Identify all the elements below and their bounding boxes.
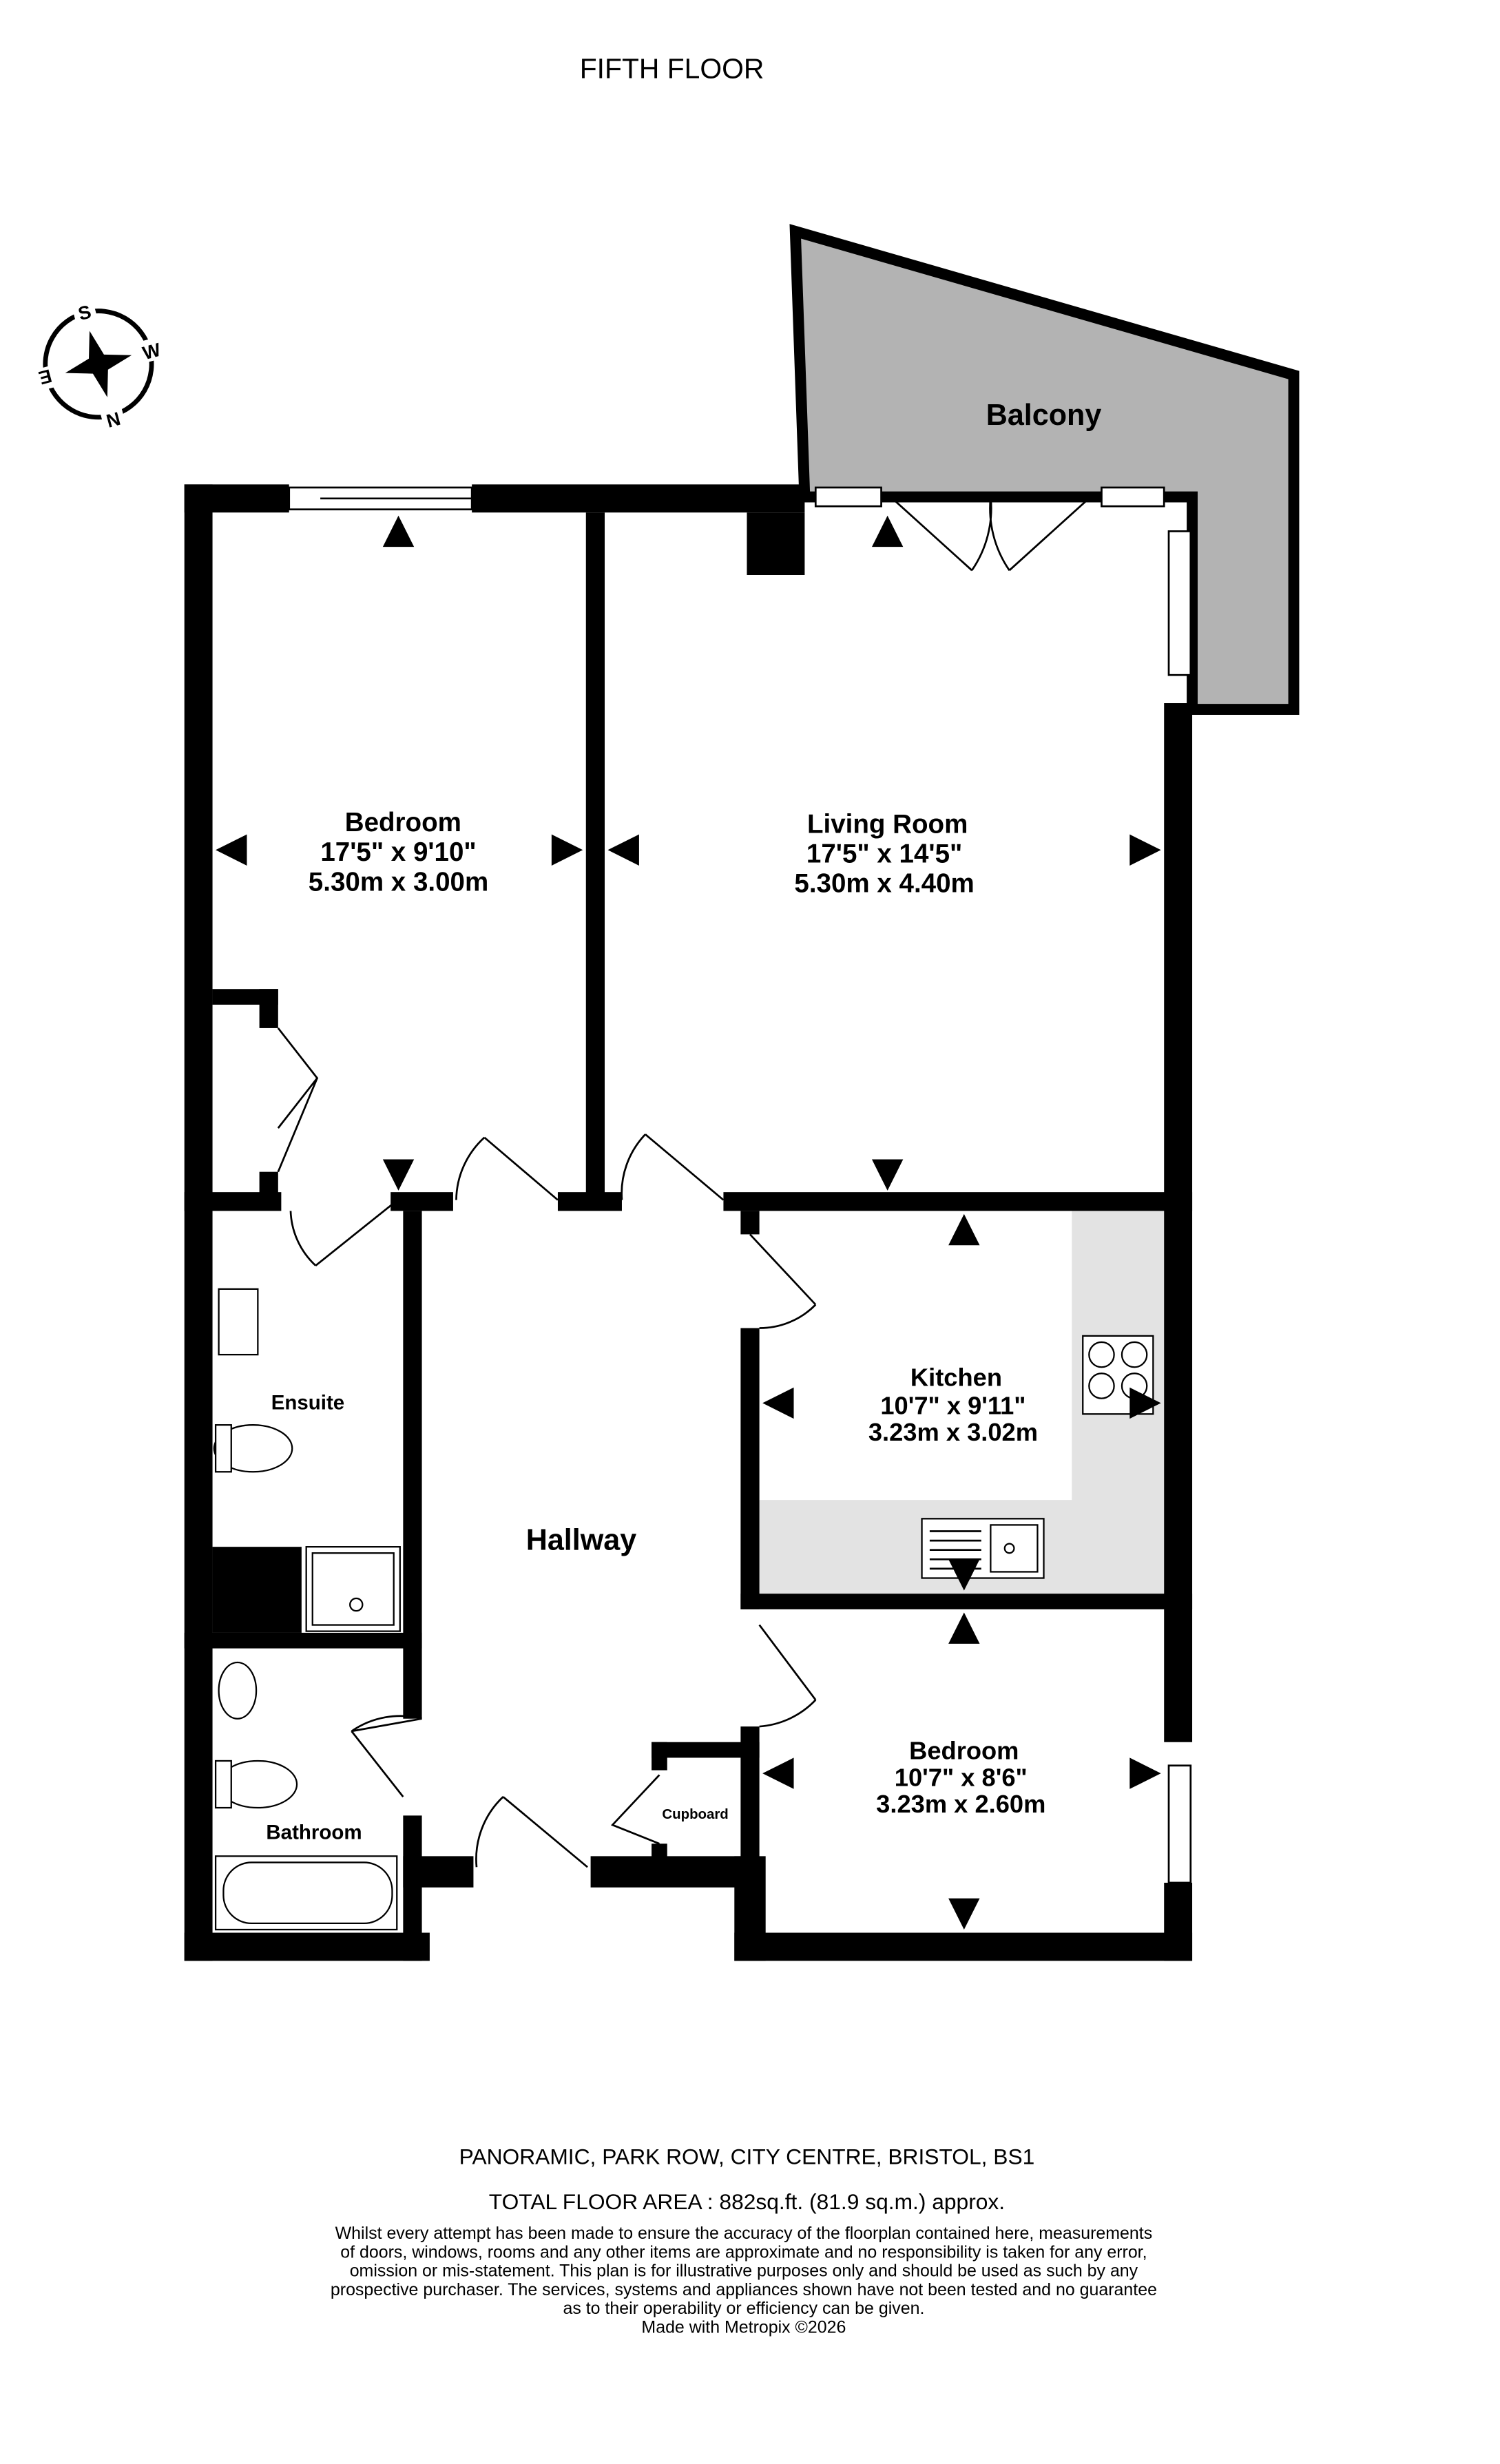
svg-text:5.30m x 4.40m: 5.30m x 4.40m — [794, 869, 974, 899]
ensuite-label: Ensuite — [271, 1392, 345, 1414]
disclaimer-line: prospective purchaser. The services, sys… — [331, 2280, 1157, 2299]
walls — [184, 484, 1193, 1961]
ensuite-sink — [218, 1288, 259, 1356]
hallway-label: Hallway — [526, 1524, 637, 1557]
ensuite-toilet — [213, 1424, 293, 1473]
footer: PANORAMIC, PARK ROW, CITY CENTRE, BRISTO… — [331, 2144, 1157, 2337]
svg-text:3.23m x 3.02m: 3.23m x 3.02m — [868, 1418, 1038, 1446]
bath — [214, 1855, 398, 1931]
bedroom1-label: Bedroom — [345, 808, 461, 837]
room-labels: Balcony Bedroom 17'5" x 9'10" 5.30m x 3.… — [266, 399, 1101, 1844]
svg-text:5.30m x 3.00m: 5.30m x 3.00m — [309, 867, 488, 897]
total-floor-area: TOTAL FLOOR AREA : 882sq.ft. (81.9 sq.m.… — [489, 2189, 1005, 2214]
doors — [277, 496, 1092, 1868]
disclaimer-line: of doors, windows, rooms and any other i… — [340, 2242, 1147, 2262]
svg-text:10'7" x 8'6": 10'7" x 8'6" — [895, 1763, 1028, 1791]
bathroom-label: Bathroom — [266, 1821, 362, 1844]
kitchen-label: Kitchen — [910, 1363, 1002, 1391]
compass-icon: S N E W — [30, 296, 167, 432]
svg-text:17'5" x 9'10": 17'5" x 9'10" — [320, 837, 476, 867]
disclaimer-line: Whilst every attempt has been made to en… — [335, 2224, 1153, 2243]
fixtures — [213, 1288, 1154, 1931]
bedroom2-label: Bedroom — [909, 1737, 1019, 1765]
balcony-area — [789, 224, 1300, 716]
svg-text:10'7" x 9'11": 10'7" x 9'11" — [880, 1391, 1025, 1419]
floor-title: FIFTH FLOOR — [580, 53, 764, 85]
svg-text:3.23m x 2.60m: 3.23m x 2.60m — [876, 1790, 1045, 1818]
cupboard-label: Cupboard — [662, 1807, 728, 1822]
living-room-label: Living Room — [807, 809, 968, 839]
disclaimer-line: as to their operability or efficiency ca… — [563, 2299, 924, 2318]
disclaimer-line: omission or mis-statement. This plan is … — [350, 2262, 1138, 2281]
credit: Made with Metropix ©2026 — [641, 2317, 846, 2337]
dimension-arrows — [216, 515, 1161, 1930]
address: PANORAMIC, PARK ROW, CITY CENTRE, BRISTO… — [459, 2144, 1035, 2169]
shower-tray — [305, 1546, 401, 1632]
windows — [288, 486, 1192, 1884]
balcony-label: Balcony — [986, 399, 1102, 432]
bathroom-sink — [218, 1661, 258, 1720]
svg-text:17'5" x 14'5": 17'5" x 14'5" — [806, 839, 962, 868]
